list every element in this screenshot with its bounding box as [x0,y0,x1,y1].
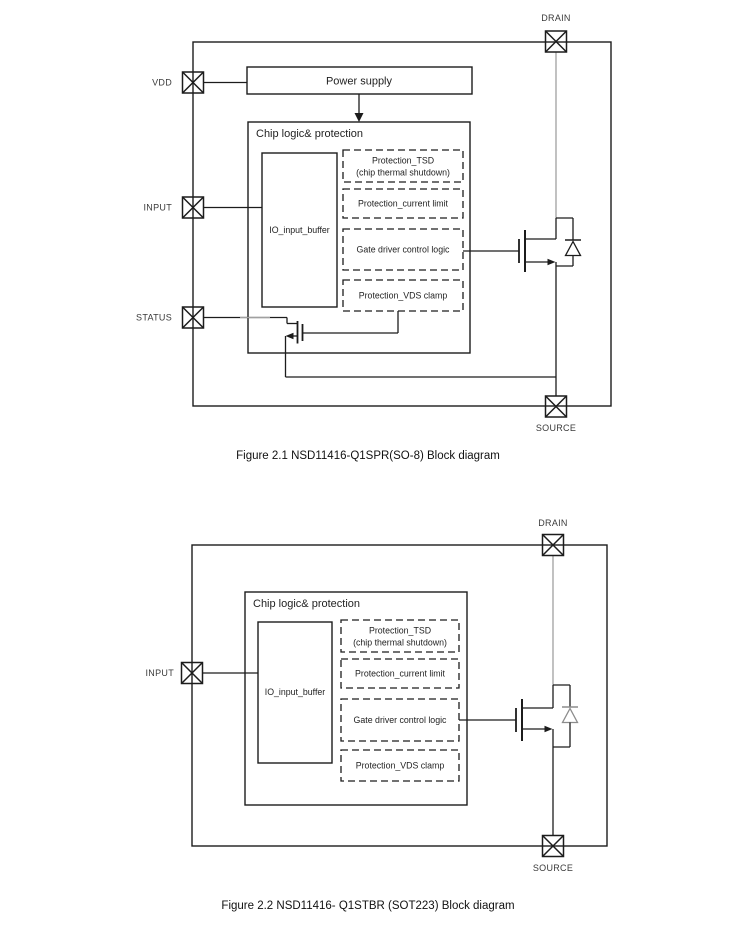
status-fet-source-arrowhead [285,332,294,340]
terminal-source [541,834,565,858]
gate-driver-block [342,228,464,271]
source-label: SOURCE [533,863,573,873]
status-mosfet [284,317,304,377]
protection-tsd-block [342,149,464,183]
mosfet-source-arrowhead [547,258,556,266]
terminal-source [544,395,568,418]
body-diode [553,685,579,748]
status-label: STATUS [136,313,172,323]
chip-logic-block [247,121,471,354]
terminal-drain [541,533,565,557]
terminal-vdd [181,71,205,94]
mosfet-source-arrowhead [544,725,553,733]
terminal-drain [544,30,568,53]
body-diode [556,218,582,267]
figure-2-1-caption: Figure 2.1 NSD11416-Q1SPR(SO-8) Block di… [236,450,500,462]
terminal-status [181,306,205,329]
protection-tsd-label: Protection_TSD [372,156,434,166]
protection-tsd-sublabel: (chip thermal shutdown) [353,638,447,648]
protection-current-limit-block [340,658,460,689]
input-label: INPUT [144,203,173,213]
protection-vds-clamp-block [340,749,460,782]
io-buffer-label: IO_input_buffer [265,687,326,697]
drain-label: DRAIN [541,13,571,23]
chip-logic-block [244,591,468,806]
wires [203,52,557,396]
source-label: SOURCE [536,423,576,433]
terminal-input [180,661,204,685]
figure-2-1-diagram: DRAIN VDD INPUT STATUS SOURCE Power supp… [136,13,612,462]
diode-triangle [561,707,579,724]
current-limit-label: Protection_current limit [358,199,449,209]
protection-current-limit-block [342,188,464,219]
figure-2-2-caption: Figure 2.2 NSD11416- Q1STBR (SOT223) Blo… [221,900,514,912]
protection-tsd-block [340,619,460,653]
current-limit-label: Protection_current limit [355,669,446,679]
down-arrowhead [354,113,364,122]
drain-label: DRAIN [538,518,568,528]
gate-driver-label: Gate driver control logic [357,245,450,255]
io-buffer-label: IO_input_buffer [269,225,330,235]
io-input-buffer-block [257,621,333,764]
protection-tsd-label: Protection_TSD [369,626,431,636]
vdd-label: VDD [152,78,172,88]
vds-clamp-label: Protection_VDS clamp [356,761,445,771]
power-supply-label: Power supply [326,76,393,88]
terminals [181,30,568,418]
power-mosfet [515,684,570,741]
terminals [180,533,565,858]
protection-tsd-sublabel: (chip thermal shutdown) [356,168,450,178]
power-mosfet [518,217,573,272]
device-outline [191,544,608,847]
io-input-buffer-block [261,152,338,308]
device-outline [192,41,612,407]
figure-2-2-diagram: DRAIN INPUT SOURCE Chip logic& protectio… [146,518,608,912]
chip-logic-label: Chip logic& protection [253,598,360,610]
chip-logic-label: Chip logic& protection [256,128,363,140]
vds-clamp-label: Protection_VDS clamp [359,291,448,301]
input-label: INPUT [146,668,175,678]
gate-driver-label: Gate driver control logic [354,715,447,725]
diode-triangle [564,240,582,257]
terminal-input [181,196,205,219]
protection-vds-clamp-block [342,279,464,312]
